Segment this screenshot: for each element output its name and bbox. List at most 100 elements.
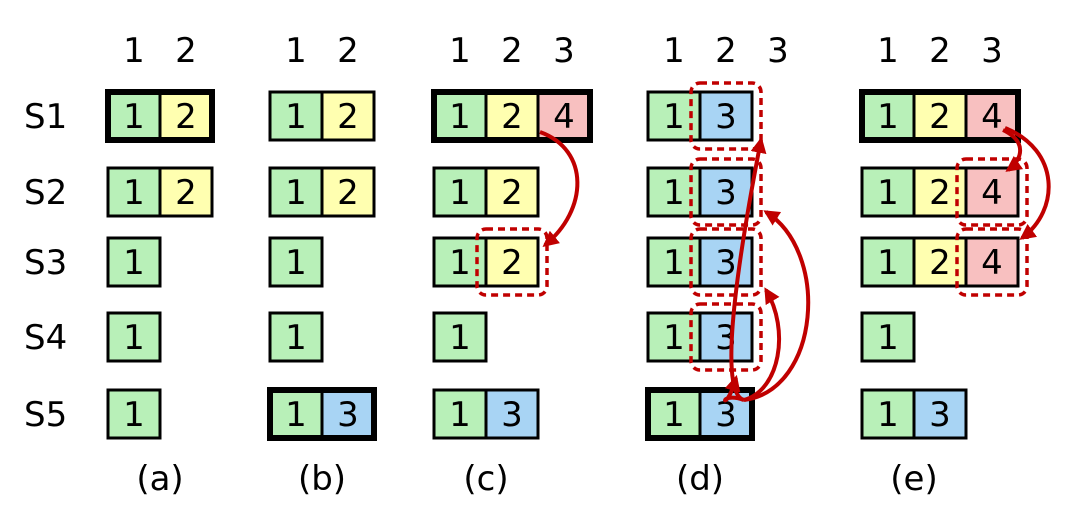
log-entry-term-4 bbox=[964, 166, 1020, 218]
log-entry-label: 2 bbox=[929, 97, 951, 137]
log-entry-label: 2 bbox=[337, 97, 359, 137]
replication-highlight bbox=[955, 227, 1029, 297]
log-entry-term-1 bbox=[432, 166, 488, 218]
leader-border bbox=[267, 387, 377, 441]
log-entry-label: 1 bbox=[663, 97, 685, 137]
log-entry-label: 1 bbox=[449, 318, 471, 358]
log-entry-term-1 bbox=[432, 311, 488, 363]
log-entry-term-2 bbox=[158, 166, 214, 218]
log-row: 1 bbox=[106, 388, 162, 440]
log-entry-label: 2 bbox=[501, 173, 523, 213]
log-entry-label: 3 bbox=[715, 243, 737, 283]
log-entry-term-1 bbox=[106, 388, 162, 440]
log-index-header: 2 bbox=[501, 31, 523, 71]
log-entry-label: 2 bbox=[501, 243, 523, 283]
log-index-header: 1 bbox=[877, 31, 899, 71]
replication-arrow bbox=[539, 130, 580, 248]
replication-arrow bbox=[723, 374, 745, 403]
log-entry-label: 1 bbox=[877, 97, 899, 137]
server-label-s2: S2 bbox=[24, 173, 67, 213]
log-entry-label: 1 bbox=[663, 318, 685, 358]
log-entry-label: 3 bbox=[501, 395, 523, 435]
log-index-header: 2 bbox=[929, 31, 951, 71]
log-entry-label: 4 bbox=[553, 97, 575, 137]
replication-arrow bbox=[743, 210, 811, 402]
server-label-s3: S3 bbox=[24, 243, 67, 283]
log-entry-term-3 bbox=[912, 388, 968, 440]
log-entry-label: 3 bbox=[337, 395, 359, 435]
log-entry-label: 2 bbox=[501, 97, 523, 137]
log-entry-label: 1 bbox=[877, 395, 899, 435]
log-row: 1 bbox=[268, 236, 324, 288]
log-entry-label: 1 bbox=[877, 243, 899, 283]
replication-arrow bbox=[1004, 126, 1051, 240]
log-index-header: 1 bbox=[663, 31, 685, 71]
leader-border bbox=[645, 387, 755, 441]
log-entry-label: 1 bbox=[285, 395, 307, 435]
log-entry-label: 1 bbox=[877, 173, 899, 213]
log-entry-term-1 bbox=[268, 90, 324, 142]
log-entry-term-2 bbox=[484, 236, 540, 288]
server-label-s1: S1 bbox=[24, 97, 67, 137]
panel-label: (e) bbox=[890, 459, 937, 499]
log-entry-label: 1 bbox=[449, 243, 471, 283]
log-entry-term-3 bbox=[698, 166, 754, 218]
leader-border bbox=[859, 89, 1021, 143]
log-entry-label: 1 bbox=[663, 395, 685, 435]
log-index-header: 2 bbox=[715, 31, 737, 71]
log-row: 1 bbox=[860, 311, 916, 363]
replication-highlight bbox=[689, 81, 763, 151]
log-entry-term-3 bbox=[698, 311, 754, 363]
log-entry-label: 1 bbox=[123, 318, 145, 358]
replication-arrow bbox=[1002, 128, 1024, 172]
panel-label: (b) bbox=[298, 459, 346, 499]
log-entry-label: 1 bbox=[285, 97, 307, 137]
log-entry-label: 2 bbox=[337, 173, 359, 213]
log-entry-label: 3 bbox=[715, 173, 737, 213]
log-entry-term-1 bbox=[860, 311, 916, 363]
replication-highlight bbox=[955, 157, 1029, 227]
panel-label: (d) bbox=[676, 459, 724, 499]
replication-highlight bbox=[689, 227, 763, 297]
log-index-header: 3 bbox=[767, 31, 789, 71]
server-label-s4: S4 bbox=[24, 318, 67, 358]
log-index-header: 3 bbox=[553, 31, 575, 71]
log-entry-term-1 bbox=[268, 166, 324, 218]
panel-label: (a) bbox=[136, 459, 183, 499]
log-row: 1 bbox=[268, 311, 324, 363]
log-entry-label: 1 bbox=[449, 173, 471, 213]
log-index-header: 2 bbox=[337, 31, 359, 71]
log-entry-term-1 bbox=[106, 311, 162, 363]
log-entry-term-1 bbox=[268, 236, 324, 288]
log-entry-label: 3 bbox=[929, 395, 951, 435]
log-entry-term-2 bbox=[320, 166, 376, 218]
log-index-header: 1 bbox=[123, 31, 145, 71]
log-entry-label: 1 bbox=[285, 173, 307, 213]
log-entry-label: 1 bbox=[663, 243, 685, 283]
log-entry-term-1 bbox=[268, 311, 324, 363]
leader-border bbox=[431, 89, 593, 143]
log-row: 1 bbox=[432, 311, 488, 363]
log-entry-label: 2 bbox=[175, 173, 197, 213]
log-entry-term-3 bbox=[698, 90, 754, 142]
log-entry-term-1 bbox=[106, 236, 162, 288]
log-entry-label: 2 bbox=[929, 173, 951, 213]
log-index-header: 1 bbox=[449, 31, 471, 71]
replication-arrow bbox=[743, 287, 782, 402]
